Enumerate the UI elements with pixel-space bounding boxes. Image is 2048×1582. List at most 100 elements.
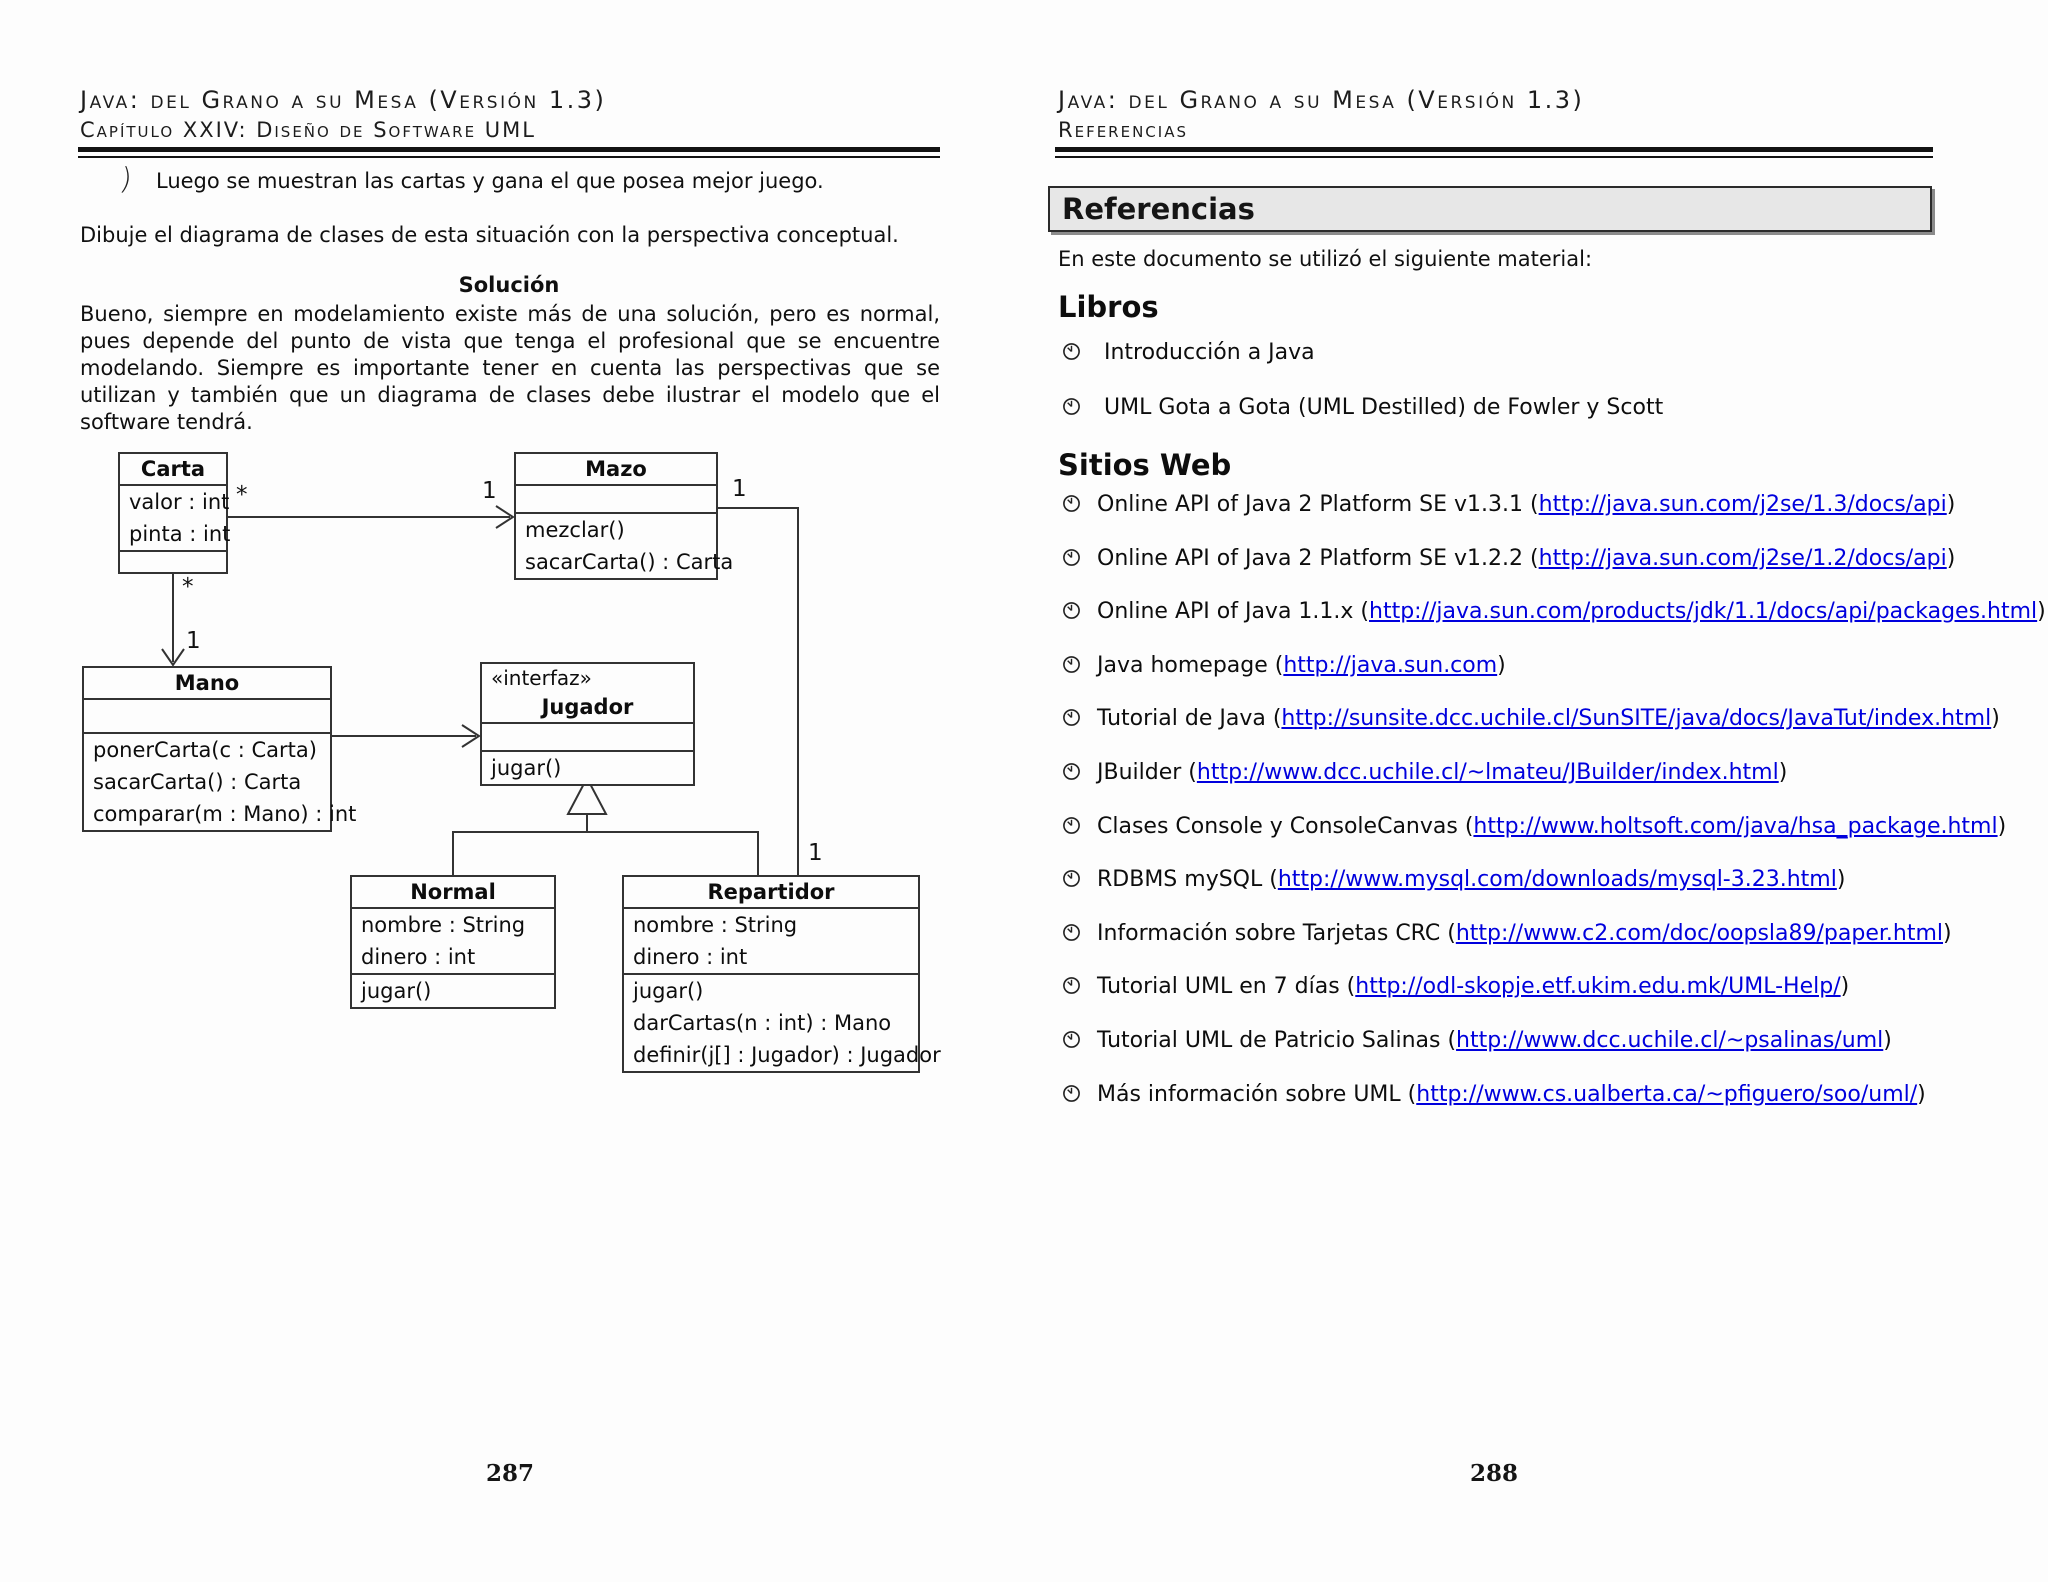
class-mano-methods: ponerCarta(c : Carta) sacarCarta() : Car… [84, 732, 357, 830]
method: ponerCarta(c : Carta) [93, 738, 317, 762]
website-list-item: Tutorial de Java (http://sunsite.dcc.uch… [1062, 706, 2000, 733]
class-normal-attributes: nombre : String dinero : int [352, 907, 554, 973]
class-jugador-header: «interfaz» Jugador [482, 664, 693, 722]
solution-heading: Solución [458, 273, 560, 297]
method: definir(j[] : Jugador) : Jugador [633, 1043, 941, 1067]
website-link[interactable]: http://www.dcc.uchile.cl/~psalinas/uml [1456, 1028, 1884, 1053]
method: sacarCarta() : Carta [93, 770, 302, 794]
clock-bullet-icon [1062, 655, 1081, 680]
website-link[interactable]: http://java.sun.com/products/jdk/1.1/doc… [1369, 599, 2038, 624]
bullet-list-item: Luego se muestran las cartas y gana el q… [156, 169, 824, 193]
website-list-item: Información sobre Tarjetas CRC (http://w… [1062, 921, 1952, 948]
clock-bullet-icon [1062, 708, 1081, 733]
class-jugador-attributes-empty [482, 722, 693, 750]
class-carta: Carta valor : int pinta : int [118, 452, 231, 574]
multiplicity-mazo-repartidor-source: 1 [732, 476, 747, 502]
multiplicity-mazo-repartidor-target: 1 [808, 840, 823, 866]
website-list-item: Online API of Java 1.1.x (http://java.su… [1062, 599, 2046, 626]
method: comparar(m : Mano) : int [93, 802, 357, 826]
website-text: Información sobre Tarjetas CRC [1097, 921, 1441, 946]
website-text: Más información sobre UML [1097, 1082, 1401, 1107]
website-list-item: Online API of Java 2 Platform SE v1.3.1 … [1062, 492, 1955, 519]
website-link[interactable]: http://www.cs.ualberta.ca/~pfiguero/soo/… [1416, 1082, 1918, 1107]
class-normal-methods: jugar() [352, 973, 554, 1007]
right-page-header-subtitle: Referencias [1058, 118, 1188, 142]
websites-heading: Sitios Web [1058, 448, 1232, 482]
website-link[interactable]: http://java.sun.com/j2se/1.3/docs/api [1538, 492, 1947, 517]
right-page-number: 288 [1469, 1460, 1518, 1487]
method: mezclar() [525, 518, 625, 542]
website-link[interactable]: http://www.dcc.uchile.cl/~lmateu/JBuilde… [1196, 760, 1779, 785]
clock-bullet-icon [1062, 1030, 1081, 1055]
attribute: nombre : String [361, 913, 526, 937]
clock-bullet-icon [1062, 976, 1081, 1001]
website-link[interactable]: http://www.c2.com/doc/oopsla89/paper.htm… [1455, 921, 1944, 946]
arrowhead-mazo [495, 505, 515, 529]
solution-paragraph: Bueno, siempre en modelamiento existe má… [80, 302, 940, 434]
left-page-header-title: Java: del Grano a su Mesa (Versión 1.3) [80, 86, 607, 114]
uml-class-diagram: Carta valor : int pinta : int Mazo mezcl… [60, 440, 960, 1140]
website-list-item: Online API of Java 2 Platform SE v1.2.2 … [1062, 546, 1955, 573]
book-list-item: UML Gota a Gota (UML Destilled) de Fowle… [1062, 395, 1663, 422]
clock-bullet-icon [1062, 1084, 1081, 1109]
method: darCartas(n : int) : Mano [633, 1011, 892, 1035]
website-list-item: Clases Console y ConsoleCanvas (http://w… [1062, 814, 2006, 841]
generalization-bus [452, 831, 759, 875]
website-list-item: JBuilder (http://www.dcc.uchile.cl/~lmat… [1062, 760, 1787, 787]
clock-bullet-icon [1062, 869, 1081, 894]
class-mazo-methods: mezclar() sacarCarta() : Carta [516, 512, 734, 578]
clock-bullet-icon [1062, 494, 1081, 519]
website-text: Java homepage [1097, 653, 1268, 678]
class-jugador-methods: jugar() [482, 750, 693, 784]
class-repartidor: Repartidor nombre : String dinero : int … [622, 875, 941, 1073]
class-mano-name: Mano [174, 671, 240, 695]
website-list-item: Más información sobre UML (http://www.cs… [1062, 1082, 1926, 1109]
generalization-triangle [566, 775, 608, 815]
class-normal: Normal nombre : String dinero : int juga… [350, 875, 556, 1009]
clock-bullet-icon [1062, 397, 1081, 422]
website-link[interactable]: http://www.mysql.com/downloads/mysql-3.2… [1277, 867, 1837, 892]
website-link[interactable]: http://java.sun.com/j2se/1.2/docs/api [1538, 546, 1947, 571]
association-mazo-repartidor [718, 507, 799, 875]
books-heading: Libros [1058, 290, 1159, 324]
website-link[interactable]: http://odl-skopje.etf.ukim.edu.mk/UML-He… [1355, 974, 1841, 999]
website-link[interactable]: http://java.sun.com [1283, 653, 1498, 678]
class-repartidor-methods: jugar() darCartas(n : int) : Mano defini… [624, 973, 941, 1071]
method: jugar() [491, 756, 562, 780]
website-text: Online API of Java 2 Platform SE v1.3.1 [1097, 492, 1524, 517]
attribute: dinero : int [633, 945, 748, 969]
website-list-item: Tutorial UML de Patricio Salinas (http:/… [1062, 1028, 1892, 1055]
attribute: pinta : int [129, 522, 231, 546]
multiplicity-carta-mazo-target: 1 [482, 478, 497, 504]
arrowhead-jugador [461, 724, 481, 748]
website-text: Online API of Java 1.1.x [1097, 599, 1354, 624]
class-mazo: Mazo mezclar() sacarCarta() : Carta [514, 452, 734, 580]
method: sacarCarta() : Carta [525, 550, 734, 574]
class-mano-attributes-empty [84, 698, 330, 732]
website-text: Clases Console y ConsoleCanvas [1097, 814, 1458, 839]
website-text: Tutorial de Java [1097, 706, 1266, 731]
referencias-section-box: Referencias [1048, 186, 1932, 232]
class-carta-attributes: valor : int pinta : int [120, 484, 231, 550]
multiplicity-carta-mano-target: 1 [186, 628, 201, 654]
clock-bullet-icon [1062, 816, 1081, 841]
website-text: Online API of Java 2 Platform SE v1.2.2 [1097, 546, 1524, 571]
clock-bullet-icon [1062, 601, 1081, 626]
multiplicity-carta-mazo-source: * [236, 482, 248, 508]
website-list-item: Java homepage (http://java.sun.com) [1062, 653, 1506, 680]
arrowhead-mano [161, 648, 185, 667]
book-list-item: Introducción a Java [1062, 340, 1315, 367]
left-header-rule [78, 147, 940, 158]
multiplicity-carta-mano-source: * [182, 574, 194, 600]
class-repartidor-attributes: nombre : String dinero : int [624, 907, 918, 973]
class-mazo-attributes-empty [516, 484, 716, 512]
right-page-header-title: Java: del Grano a su Mesa (Versión 1.3) [1058, 86, 1585, 114]
class-jugador-name: Jugador [541, 695, 634, 719]
website-list-item: RDBMS mySQL (http://www.mysql.com/downlo… [1062, 867, 1845, 894]
book-title: Introducción a Java [1104, 340, 1315, 365]
references-intro: En este documento se utilizó el siguient… [1058, 247, 1593, 271]
website-link[interactable]: http://sunsite.dcc.uchile.cl/SunSITE/jav… [1281, 706, 1992, 731]
website-link[interactable]: http://www.holtsoft.com/java/hsa_package… [1473, 814, 1998, 839]
left-page-header-subtitle: Capítulo XXIV: Diseño de Software UML [80, 118, 536, 142]
